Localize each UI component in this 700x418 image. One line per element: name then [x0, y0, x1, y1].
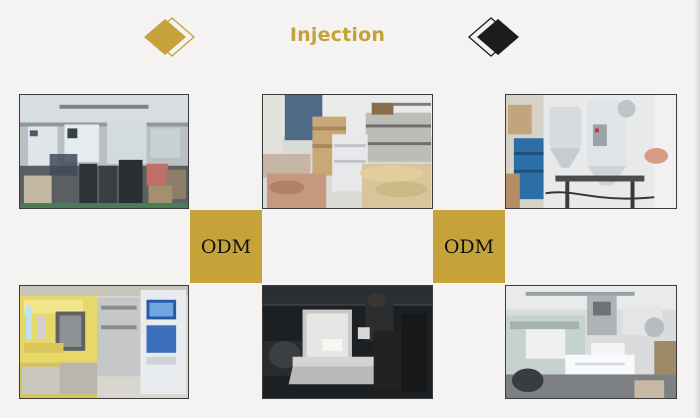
factory-photo-inspection-station	[262, 285, 433, 399]
factory-photo-raw-material-warehouse	[262, 94, 433, 209]
header: Injection	[0, 0, 700, 80]
edge-shadow	[694, 0, 700, 418]
dark-diamond-icon	[467, 16, 523, 58]
page-title: Injection	[289, 24, 386, 46]
factory-photo-molding-machine	[19, 285, 189, 399]
odm-tile: ODM	[190, 210, 262, 283]
odm-tile: ODM	[433, 210, 505, 283]
gold-diamond-icon	[141, 16, 197, 58]
factory-photo-hopper-dryer	[505, 94, 677, 209]
odm-label: ODM	[443, 235, 495, 258]
factory-photo-injection-machines	[19, 94, 189, 209]
odm-label: ODM	[200, 235, 252, 258]
factory-photo-packaging-line	[505, 285, 677, 399]
